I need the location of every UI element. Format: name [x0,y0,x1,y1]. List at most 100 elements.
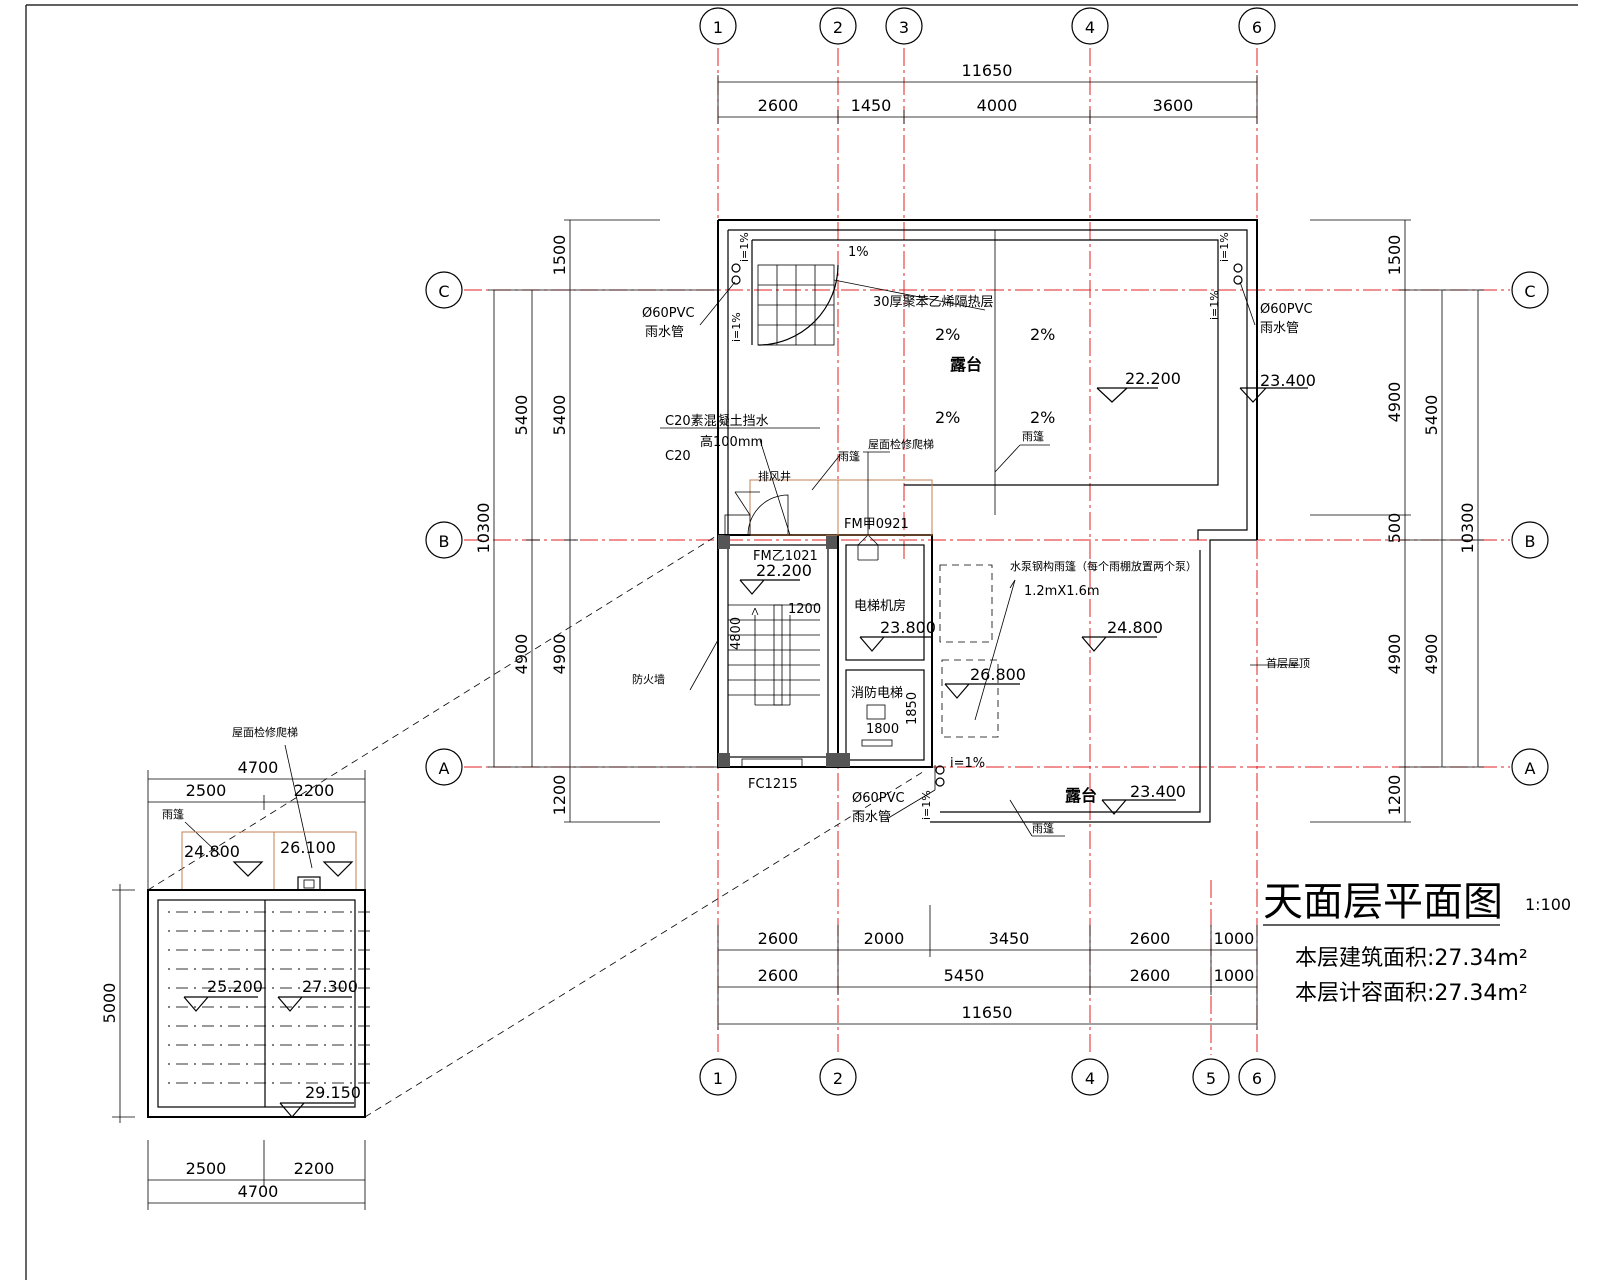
detail-dim-bottom-2: 2200 [294,1159,335,1178]
axis-top-3: 3 [899,18,909,37]
dim-top-total: 11650 [962,61,1013,80]
vent-and-canopy [724,479,999,738]
axis-right-a: A [1525,759,1536,778]
slope-left-lower: i=1% [730,312,743,342]
label-fire-elevator: 消防电梯 [851,685,903,701]
label-insulation: 30厚聚苯乙烯隔热层 [873,295,994,310]
dim-right-c1-2: 4900 [1385,382,1404,423]
dim-bottom-total: 11650 [962,1003,1013,1022]
label-elevator-room: 电梯机房 [854,598,906,614]
label-ground-roof: 首层屋顶 [1266,656,1310,670]
dim-left-c1-1: 5400 [512,395,531,436]
elev-22200: 22.200 [1125,369,1181,388]
axis-bottom-5: 5 [1206,1069,1216,1088]
leader-lines [660,279,1300,837]
title-block: 天面层平面图 1:100 本层建筑面积:27.34m² 本层计容面积:27.34… [1263,879,1571,1006]
plot-area: 本层计容面积:27.34m² [1295,981,1528,1006]
detail-dim-top-2: 2200 [294,781,335,800]
detail-canopy: 雨篷 [162,807,184,821]
elev-23400-top: 23.400 [1260,371,1316,390]
dim-bottom-r1-5: 1000 [1214,929,1255,948]
insulation-grid [757,264,839,346]
label-canopy-3: 雨篷 [1032,821,1054,835]
label-pipe-left-1: Ø60PVC [642,306,695,321]
dim-1800-elevator: 1800 [866,722,899,737]
detail-dim-bottom-total: 4700 [238,1182,279,1201]
slope-right-upper: i=1% [1218,232,1231,262]
label-door-fm1: FM乙1021 [753,549,818,564]
detail-dim-top-1: 2500 [186,781,227,800]
detail-elev-24800: 24.800 [184,842,240,861]
dim-4800-stair: 4800 [729,617,744,650]
dim-right-c1-5: 1200 [1385,775,1404,816]
elevation-markers [739,387,1308,815]
axis-left-a: A [439,759,450,778]
dim-1200-stair: 1200 [788,602,821,617]
elev-23800: 23.800 [880,618,936,637]
label-curb-code: C20 [665,449,691,464]
label-pipe-bottom-1: Ø60PVC [852,791,905,806]
dim-bottom-r2-4: 1000 [1214,966,1255,985]
label-tank-note: 水泵钢构雨篷（每个雨棚放置两个泵） [1010,559,1197,573]
dim-bottom-r1-4: 2600 [1130,929,1171,948]
detail-elev-26100: 26.100 [280,838,336,857]
top-dimensions: 11650 2600 1450 4000 3600 [717,61,1258,124]
dim-bottom-r2-1: 2600 [758,966,799,985]
detail-elev-27300: 27.300 [302,977,358,996]
dim-right-c1-1: 1500 [1385,235,1404,276]
axis-top-2: 2 [833,18,843,37]
right-dimensions: 1500 4900 500 4900 1200 5400 4900 10300 [1310,219,1484,823]
slope-bottom: i=1% [950,756,985,771]
label-canopy-1: 雨篷 [838,449,860,463]
sheet-border [25,4,1578,1280]
drawing-title: 天面层平面图 [1263,879,1503,925]
detail-roof-texture [168,911,370,1084]
dim-left-c1-2: 4900 [512,634,531,675]
dim-bottom-r1-1: 2600 [758,929,799,948]
plan-labels: 30厚聚苯乙烯隔热层 Ø60PVC 雨水管 Ø60PVC 雨水管 Ø60PVC … [632,232,1316,835]
axis-top-6: 6 [1252,18,1262,37]
label-window-fc: FC1215 [748,777,798,792]
dim-bottom-r1-2: 2000 [864,929,905,948]
label-ladder: 屋面检修爬梯 [868,437,934,451]
roof-outline [717,219,1258,823]
slope-top: 1% [848,245,869,260]
dim-left-c2-3: 4900 [550,634,569,675]
dim-right-c1-3: 500 [1385,513,1404,544]
slope-4: 2% [1030,408,1055,427]
axis-bottom-4: 4 [1085,1069,1095,1088]
dim-left-outer: 10300 [474,503,493,554]
dim-top-seg-4: 3600 [1153,96,1194,115]
axis-bottom-2: 2 [833,1069,843,1088]
elev-26800: 26.800 [970,665,1026,684]
detail-dim-top-total: 4700 [238,758,279,777]
axis-bubbles-top: 1 2 3 4 6 [699,7,1276,45]
label-fire-wall: 防火墙 [632,672,665,686]
detail-elev-25200: 25.200 [207,977,263,996]
rain-pipes [731,263,1243,787]
label-pipe-right-1: Ø60PVC [1260,302,1313,317]
axis-bottom-1: 1 [713,1069,723,1088]
dim-top-seg-3: 4000 [977,96,1018,115]
label-terrace-2: 露台 [1065,786,1097,805]
elev-23400-bottom: 23.400 [1130,782,1186,801]
dim-top-seg-1: 2600 [758,96,799,115]
detail-dim-bottom-1: 2500 [186,1159,227,1178]
label-tank-size: 1.2mX1.6m [1024,584,1100,599]
axis-bubbles-side: C B A C B A [425,271,1549,786]
detail-dim-side: 5000 [100,983,119,1024]
label-curb-2: 高100mm [700,434,763,450]
axis-right-c: C [1524,282,1535,301]
dim-left-c2-1: 1500 [550,235,569,276]
axis-bottom-6: 6 [1252,1069,1262,1088]
label-pipe-right-2: 雨水管 [1260,321,1299,336]
label-vent: 排风井 [758,469,791,483]
slope-3: 2% [935,408,960,427]
label-curb-1: C20素混凝土挡水 [665,413,769,429]
slope-right-lower: i=1% [1208,290,1221,320]
axis-top-1: 1 [713,18,723,37]
slope-left-upper: i=1% [738,232,751,262]
detail-plan: 屋面检修爬梯 4700 2500 2200 雨篷 24.800 26.100 5… [100,725,366,1210]
slope-1: 2% [935,325,960,344]
dim-right-c2-2: 4900 [1422,634,1441,675]
